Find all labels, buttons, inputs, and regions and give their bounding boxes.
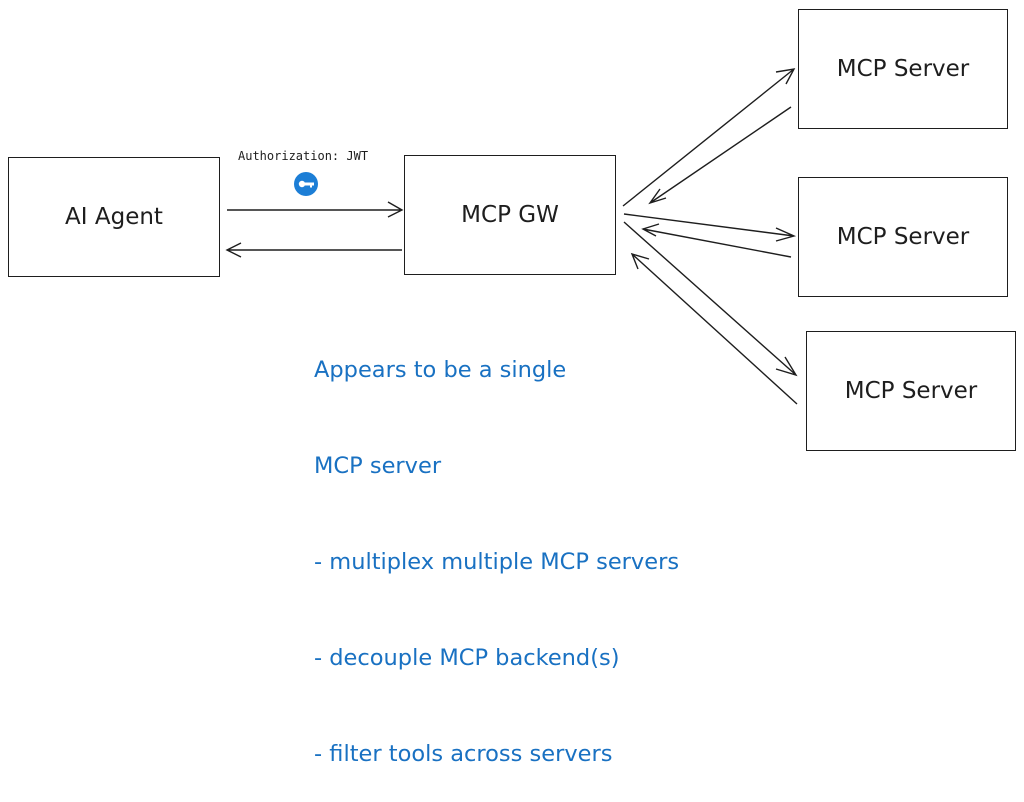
gw-to-server2-arrow [623,213,797,242]
note-line: - decouple MCP backend(s) [314,645,620,671]
note-line: - filter tools across servers [314,741,613,767]
note-line: MCP server [314,453,442,479]
gw-to-server3-arrow [623,221,798,377]
request-arrow [227,201,404,218]
note-line: Appears to be a single [314,357,567,383]
gw-to-server1-arrow [622,68,796,207]
ai-agent-node: AI Agent [8,157,220,277]
mcp-server-label: MCP Server [844,378,978,404]
response-arrow [225,242,402,258]
key-icon [294,172,318,196]
mcp-server-node: MCP Server [806,331,1016,451]
mcp-server-node: MCP Server [798,9,1008,129]
mcp-gateway-node: MCP GW [404,155,616,275]
mcp-gateway-label: MCP GW [461,202,559,228]
server3-to-gw-arrow [630,252,798,405]
mcp-server-node: MCP Server [798,177,1008,297]
authorization-label: Authorization: JWT [238,149,369,163]
ai-agent-label: AI Agent [65,204,163,230]
mcp-server-label: MCP Server [836,56,970,82]
mcp-server-label: MCP Server [836,224,970,250]
server2-to-gw-arrow [641,223,792,258]
connector-layer [225,68,798,405]
gateway-description-note: Appears to be a single MCP server - mult… [314,290,679,802]
note-line: - multiplex multiple MCP servers [314,549,680,575]
server1-to-gw-arrow [648,106,792,205]
